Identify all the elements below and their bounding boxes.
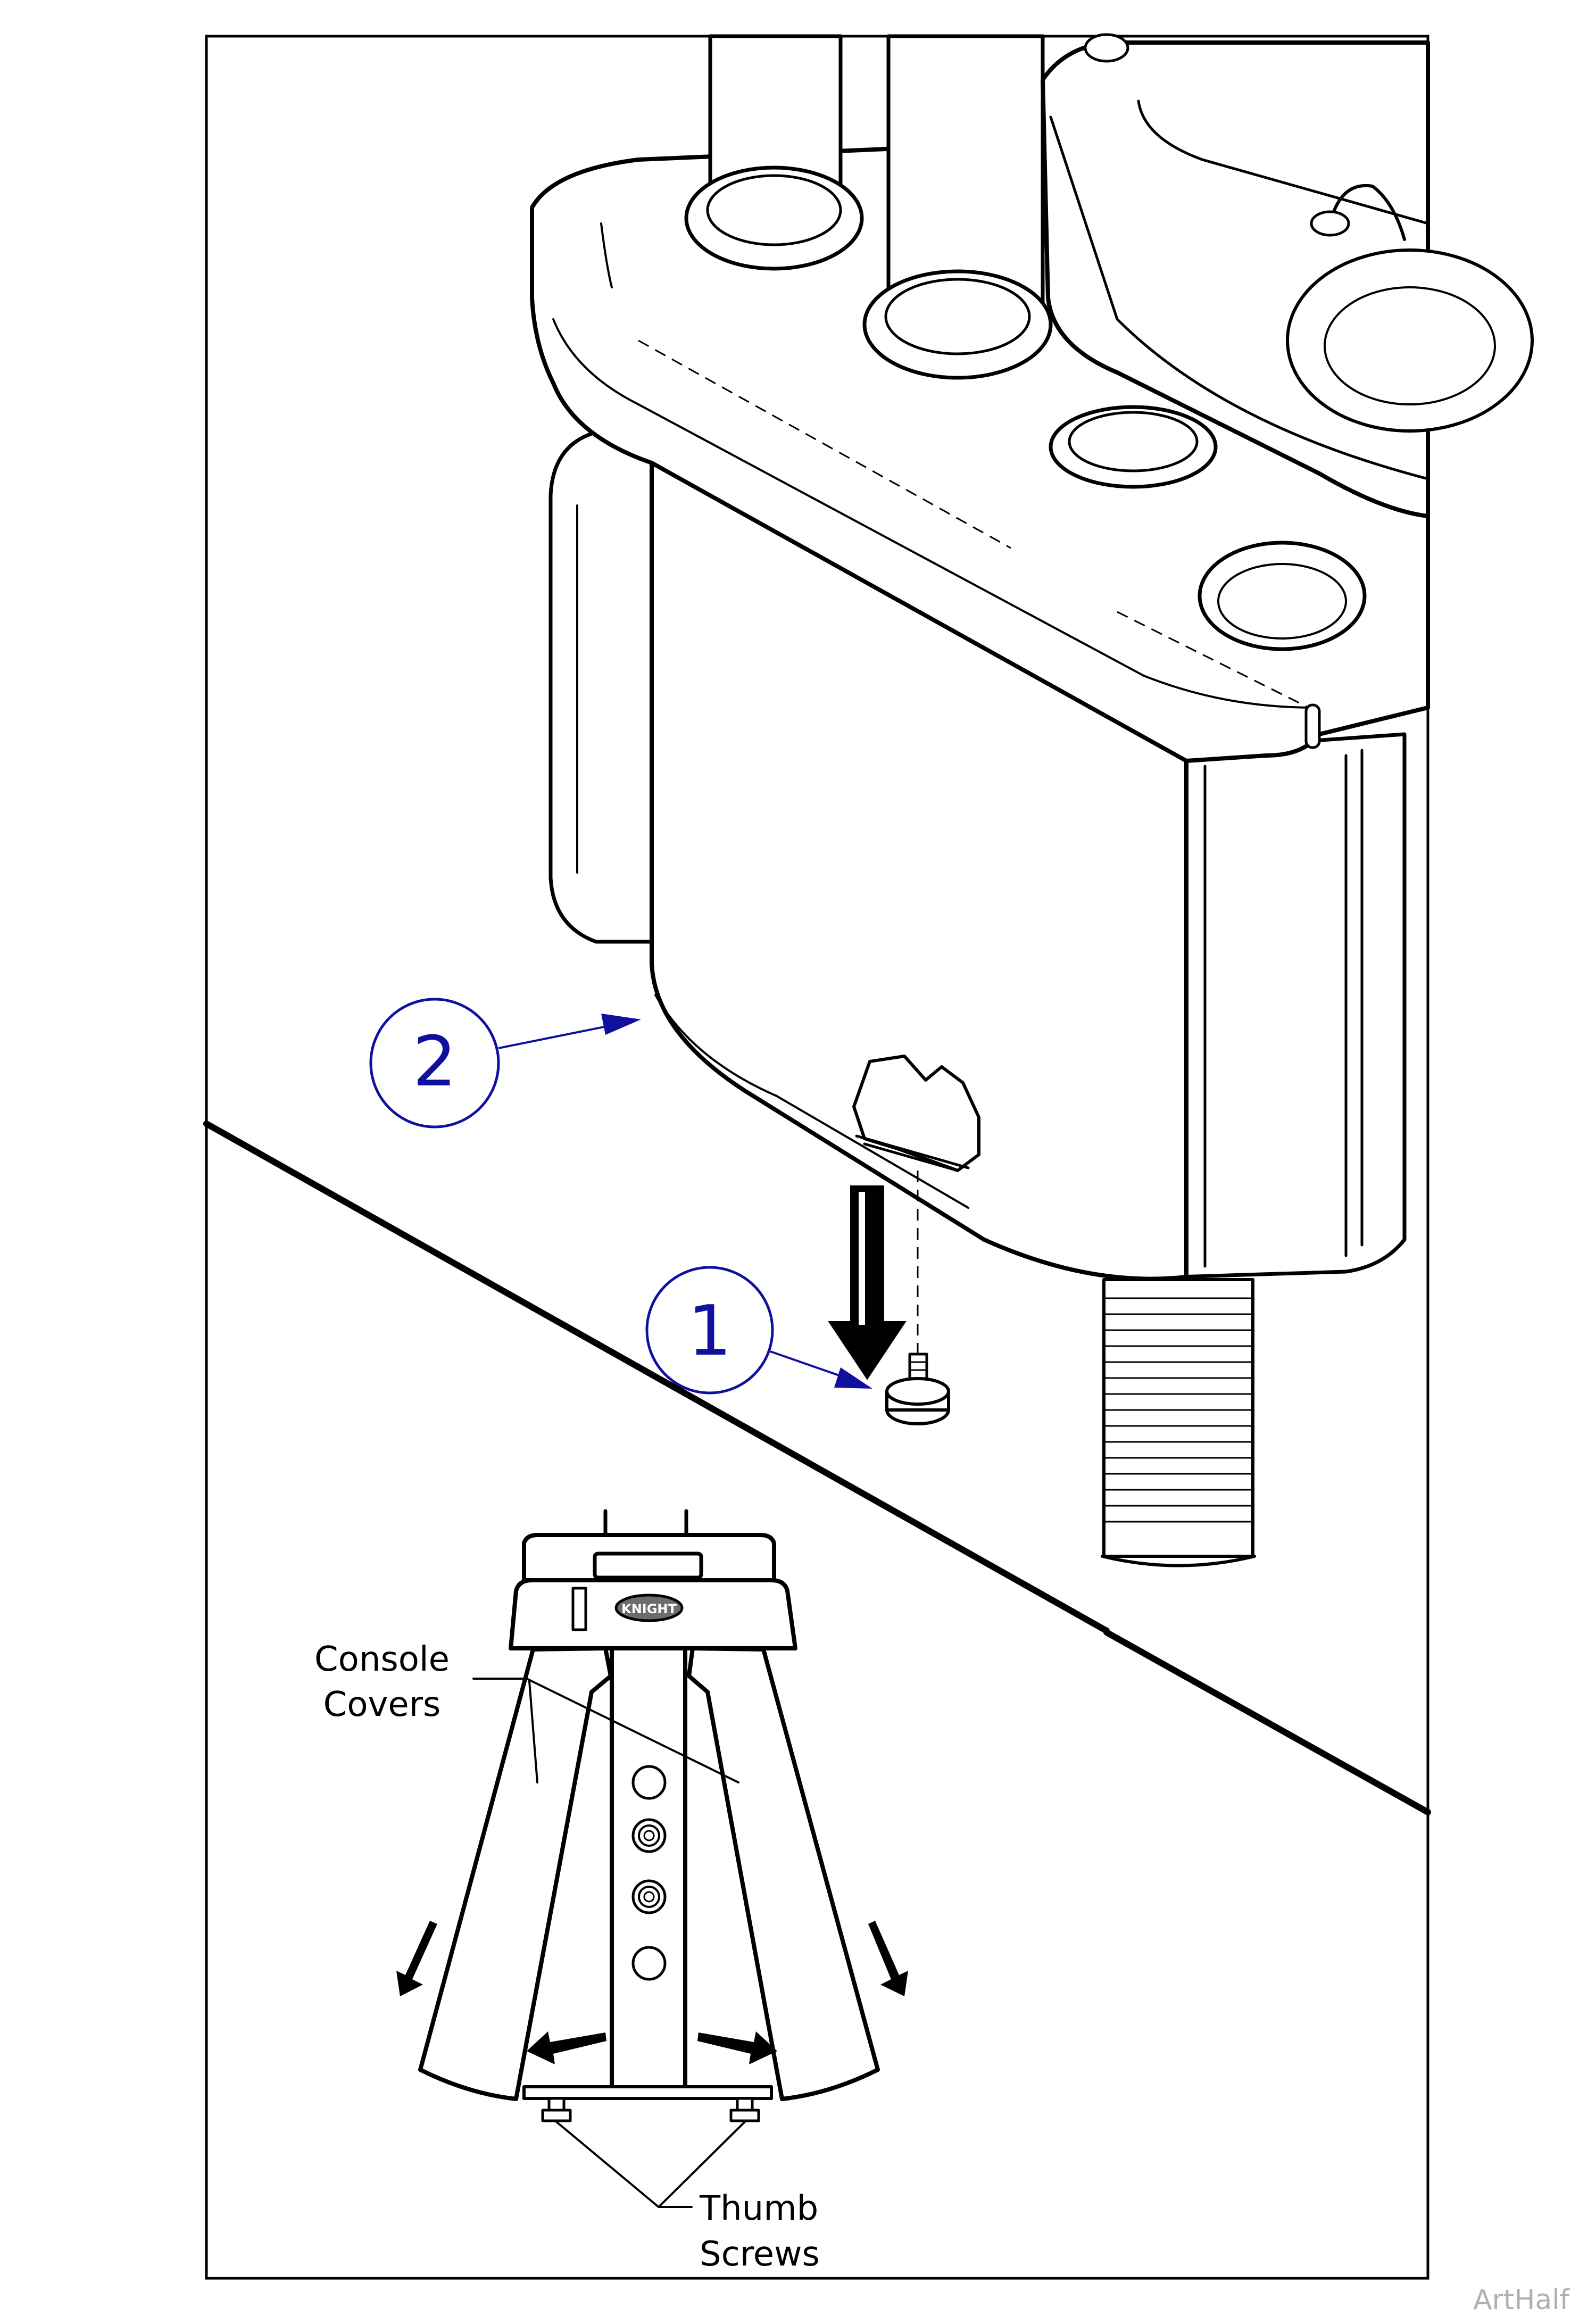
inset-console-covers: KNIGHT: [396, 1509, 908, 2208]
left-thumb-screw-icon: [541, 2097, 572, 2122]
right-side-panel: [1176, 732, 1407, 1279]
latch-clip: [852, 1055, 980, 1172]
thumb-screws-leader: [555, 2121, 746, 2208]
brand-logo-text: KNIGHT: [621, 1602, 677, 1616]
console-covers-label-line1: Console: [314, 1640, 450, 1679]
down-arrow-icon: [828, 1185, 907, 1380]
console-assembly: [530, 33, 1534, 1567]
center-column: [610, 1646, 687, 2095]
thumb-screws-label-line1: Thumb: [699, 2189, 818, 2228]
floor-line: [203, 1121, 1431, 1815]
console-covers-leader: [472, 1678, 739, 1783]
outward-arrow-left-icon: [396, 1921, 606, 2064]
callout-2-number: 2: [413, 1021, 457, 1102]
outward-arrow-right-icon: [697, 1921, 908, 2064]
watermark: ArtHalf: [1473, 2284, 1570, 2315]
brand-logo: [614, 1594, 684, 1622]
thumb-screw-icon: [885, 1353, 950, 1425]
left-side-panel: [548, 429, 654, 944]
ribbed-hose: [1102, 1278, 1254, 1558]
base-plate: [522, 2085, 773, 2100]
callout-1: 1: [645, 1266, 872, 1395]
right-thumb-screw-icon: [729, 2097, 760, 2122]
console-covers-label-line2: Covers: [323, 1685, 441, 1724]
hose-ribs: [1105, 1297, 1251, 1523]
upright-tubes: [684, 34, 1053, 380]
right-console-cover: [687, 1646, 880, 2101]
thumb-screws-label-line2: Screws: [700, 2235, 820, 2274]
callout-1-number: 1: [688, 1290, 732, 1371]
left-console-cover: [418, 1646, 613, 2101]
callout-2: 2: [369, 998, 641, 1129]
